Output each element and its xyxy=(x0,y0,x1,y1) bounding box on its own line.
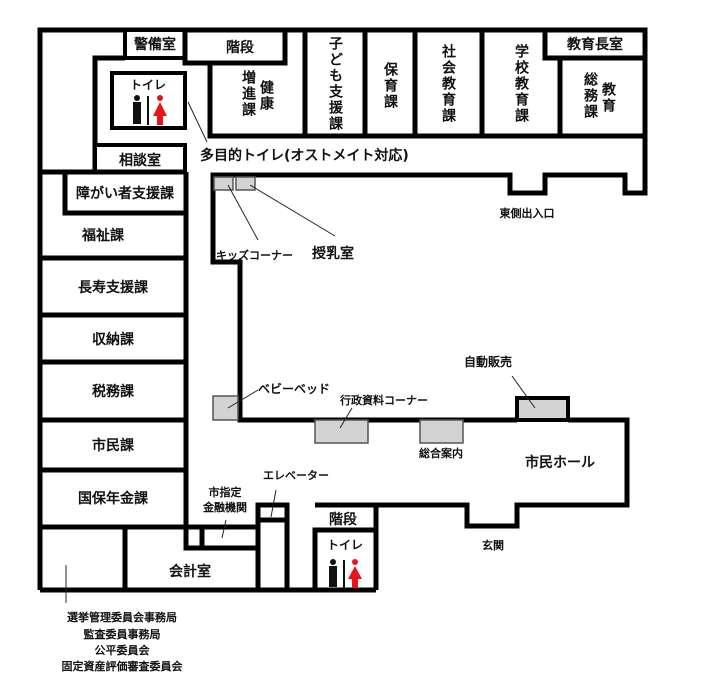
label-east-entrance: 東側出入口 xyxy=(500,206,555,220)
label-health-1: 増進課 xyxy=(240,69,256,118)
room-consultation[interactable] xyxy=(93,143,187,174)
label-school-edu: 学校教育課 xyxy=(513,43,529,124)
kids-corner-area xyxy=(213,176,234,191)
leader-lines xyxy=(65,101,536,603)
label-toilet-north: トイレ xyxy=(130,78,166,92)
label-admin-docs: 行政資料コーナー xyxy=(339,393,428,407)
toilet-icon-south xyxy=(329,559,362,588)
label-accounting: 会計室 xyxy=(169,563,211,580)
label-edu-general-2: 教育 xyxy=(600,81,616,114)
label-edu-general-1: 総務課 xyxy=(582,71,598,120)
label-multipurpose-toilet: 多目的トイレ(オストメイト対応) xyxy=(200,147,409,164)
label-child-support: 子ども支援課 xyxy=(327,36,344,132)
label-superintendent: 教育長室 xyxy=(567,36,623,53)
info-desk xyxy=(419,419,464,444)
label-committee-3: 公平委員会 xyxy=(95,643,151,657)
label-citizen: 市民課 xyxy=(92,437,135,454)
label-childcare: 保育課 xyxy=(382,61,399,110)
label-info: 総合案内 xyxy=(419,446,463,460)
label-kids-corner: キッズコーナー xyxy=(216,248,293,262)
top-walls xyxy=(92,30,645,172)
label-committee-4: 固定資産評価審査委員会 xyxy=(62,659,184,673)
label-tax: 税務課 xyxy=(92,383,135,400)
room-security[interactable] xyxy=(123,28,187,60)
label-entrance: 玄関 xyxy=(482,538,504,552)
label-elevator: エレベーター xyxy=(263,469,329,482)
nursing-room-area xyxy=(235,176,256,191)
label-citizen-hall: 市民ホール xyxy=(525,454,595,471)
label-health-2: 健康 xyxy=(258,79,274,112)
label-social-edu: 社会教育課 xyxy=(440,43,457,124)
label-collection: 収納課 xyxy=(92,331,135,348)
toilet-icon-north xyxy=(133,95,167,125)
label-stairs-south: 階段 xyxy=(329,511,357,528)
label-elderly: 長寿支援課 xyxy=(78,279,149,296)
label-toilet-south: トイレ xyxy=(327,538,363,552)
building-outline xyxy=(37,27,648,593)
south-core-walls xyxy=(312,502,379,590)
label-disability: 障がい者支援課 xyxy=(76,185,175,202)
label-committee-2: 監査委員事務局 xyxy=(84,627,161,641)
label-stairs-north: 階段 xyxy=(226,39,254,56)
label-welfare: 福祉課 xyxy=(81,227,125,244)
label-bank-1: 市指定 xyxy=(209,485,242,499)
baby-bed xyxy=(212,395,239,421)
label-security: 警備室 xyxy=(134,36,176,53)
label-committee-1: 選挙管理委員会事務局 xyxy=(67,610,177,624)
label-consultation: 相談室 xyxy=(119,152,161,169)
label-baby-bed: ベビーベッド xyxy=(258,381,330,396)
vending-machine xyxy=(515,396,570,422)
label-insurance: 国保年金課 xyxy=(78,490,149,507)
label-nursing: 授乳室 xyxy=(312,245,354,262)
elevator-walls xyxy=(255,502,290,590)
label-bank-2: 金融機関 xyxy=(202,500,247,514)
label-vending: 自動販売 xyxy=(464,354,512,369)
admin-docs-corner xyxy=(314,419,369,444)
bank-walls xyxy=(183,524,258,548)
left-walls xyxy=(40,169,186,590)
